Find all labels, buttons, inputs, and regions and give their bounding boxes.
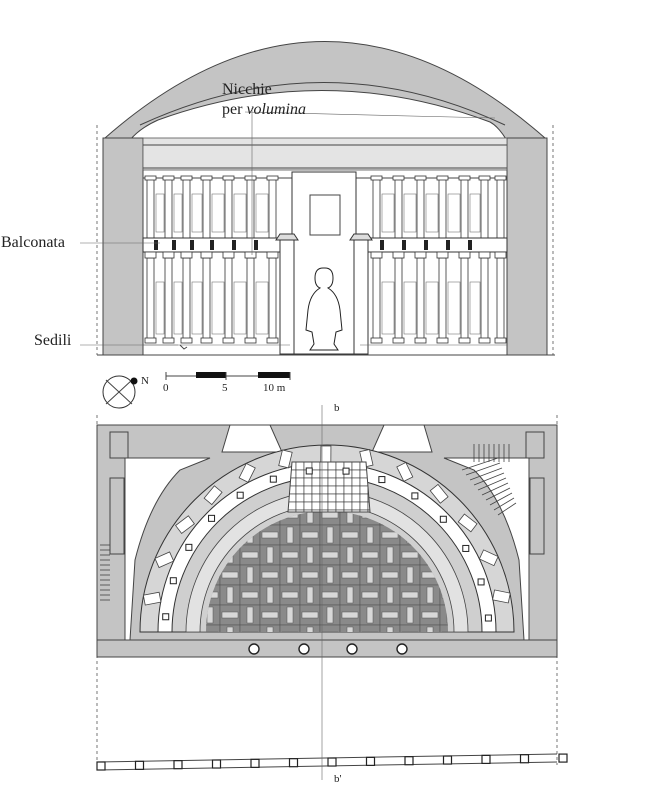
section-mark-top: b <box>334 402 340 414</box>
scale-tick-5: 5 <box>222 382 228 394</box>
niches-label: Nicchie <box>222 81 272 98</box>
right-wall <box>506 137 548 356</box>
niches-label-line2: per volumina <box>222 101 306 118</box>
balcony-label: Balconata <box>1 234 65 251</box>
ring-columns <box>162 467 492 622</box>
statue <box>305 267 343 351</box>
lower-columns <box>144 251 507 344</box>
scale-bar: 0 5 10 m <box>163 372 291 394</box>
north-label: N <box>141 375 149 387</box>
dome-vault <box>103 41 546 197</box>
section-mark-bottom: b' <box>334 773 342 785</box>
floor-plan: b b' <box>96 402 568 785</box>
front-columns <box>248 643 408 655</box>
north-arrow: N <box>102 375 149 409</box>
scale-tick-10: 10 m <box>263 382 286 394</box>
upper-columns <box>144 175 507 239</box>
section-elevation: Nicchie per volumina Balconata Sedili <box>1 41 555 356</box>
seats-label: Sedili <box>34 332 72 349</box>
scale-tick-0: 0 <box>163 382 169 394</box>
left-wall <box>102 137 144 356</box>
portico-columns <box>96 753 568 771</box>
